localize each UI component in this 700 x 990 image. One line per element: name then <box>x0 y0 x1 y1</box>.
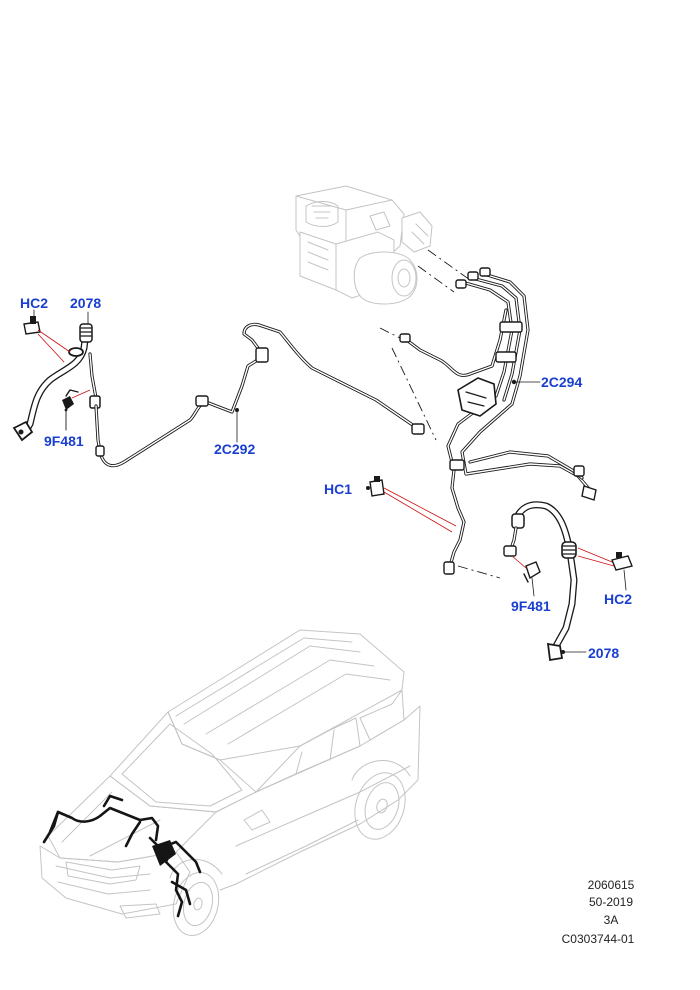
reference-line-4: C0303744-01 <box>562 932 635 946</box>
callout-labels: HC2 2078 9F481 2C292 2C294 HC1 9F481 HC2… <box>20 295 632 661</box>
reference-line-2: 50-2019 <box>589 895 633 909</box>
hc2-bracket-right <box>577 547 633 591</box>
reference-line-1: 2060615 <box>588 878 635 892</box>
wheel-speed-sensor-left <box>62 389 91 431</box>
front-right-brake-hose <box>503 501 587 662</box>
callout-9f481-left: 9F481 <box>44 433 84 449</box>
abs-modulator-unit <box>295 185 433 305</box>
vehicle-locator-view <box>39 629 421 937</box>
callout-2078-left: 2078 <box>70 295 101 311</box>
callout-hc2-right: HC2 <box>604 591 632 607</box>
callout-9f481-right: 9F481 <box>511 598 551 614</box>
callout-hc2-left: HC2 <box>20 295 48 311</box>
label-leaders <box>33 309 89 325</box>
brake-pipe-left <box>94 322 425 468</box>
front-left-brake-hose <box>12 323 101 442</box>
callout-2078-right: 2078 <box>588 645 619 661</box>
callout-hc1: HC1 <box>324 481 352 497</box>
hc1-bracket <box>366 476 457 533</box>
reference-line-3: 3A <box>604 913 619 927</box>
brake-pipe-bundle-right <box>399 267 597 575</box>
callout-2c294: 2C294 <box>541 374 582 390</box>
reference-block: 2060615 50-2019 3A C0303744-01 <box>562 878 635 946</box>
wheel-speed-sensor-right <box>511 555 541 597</box>
callout-2c292: 2C292 <box>214 441 255 457</box>
hc2-bracket-left <box>23 316 71 363</box>
